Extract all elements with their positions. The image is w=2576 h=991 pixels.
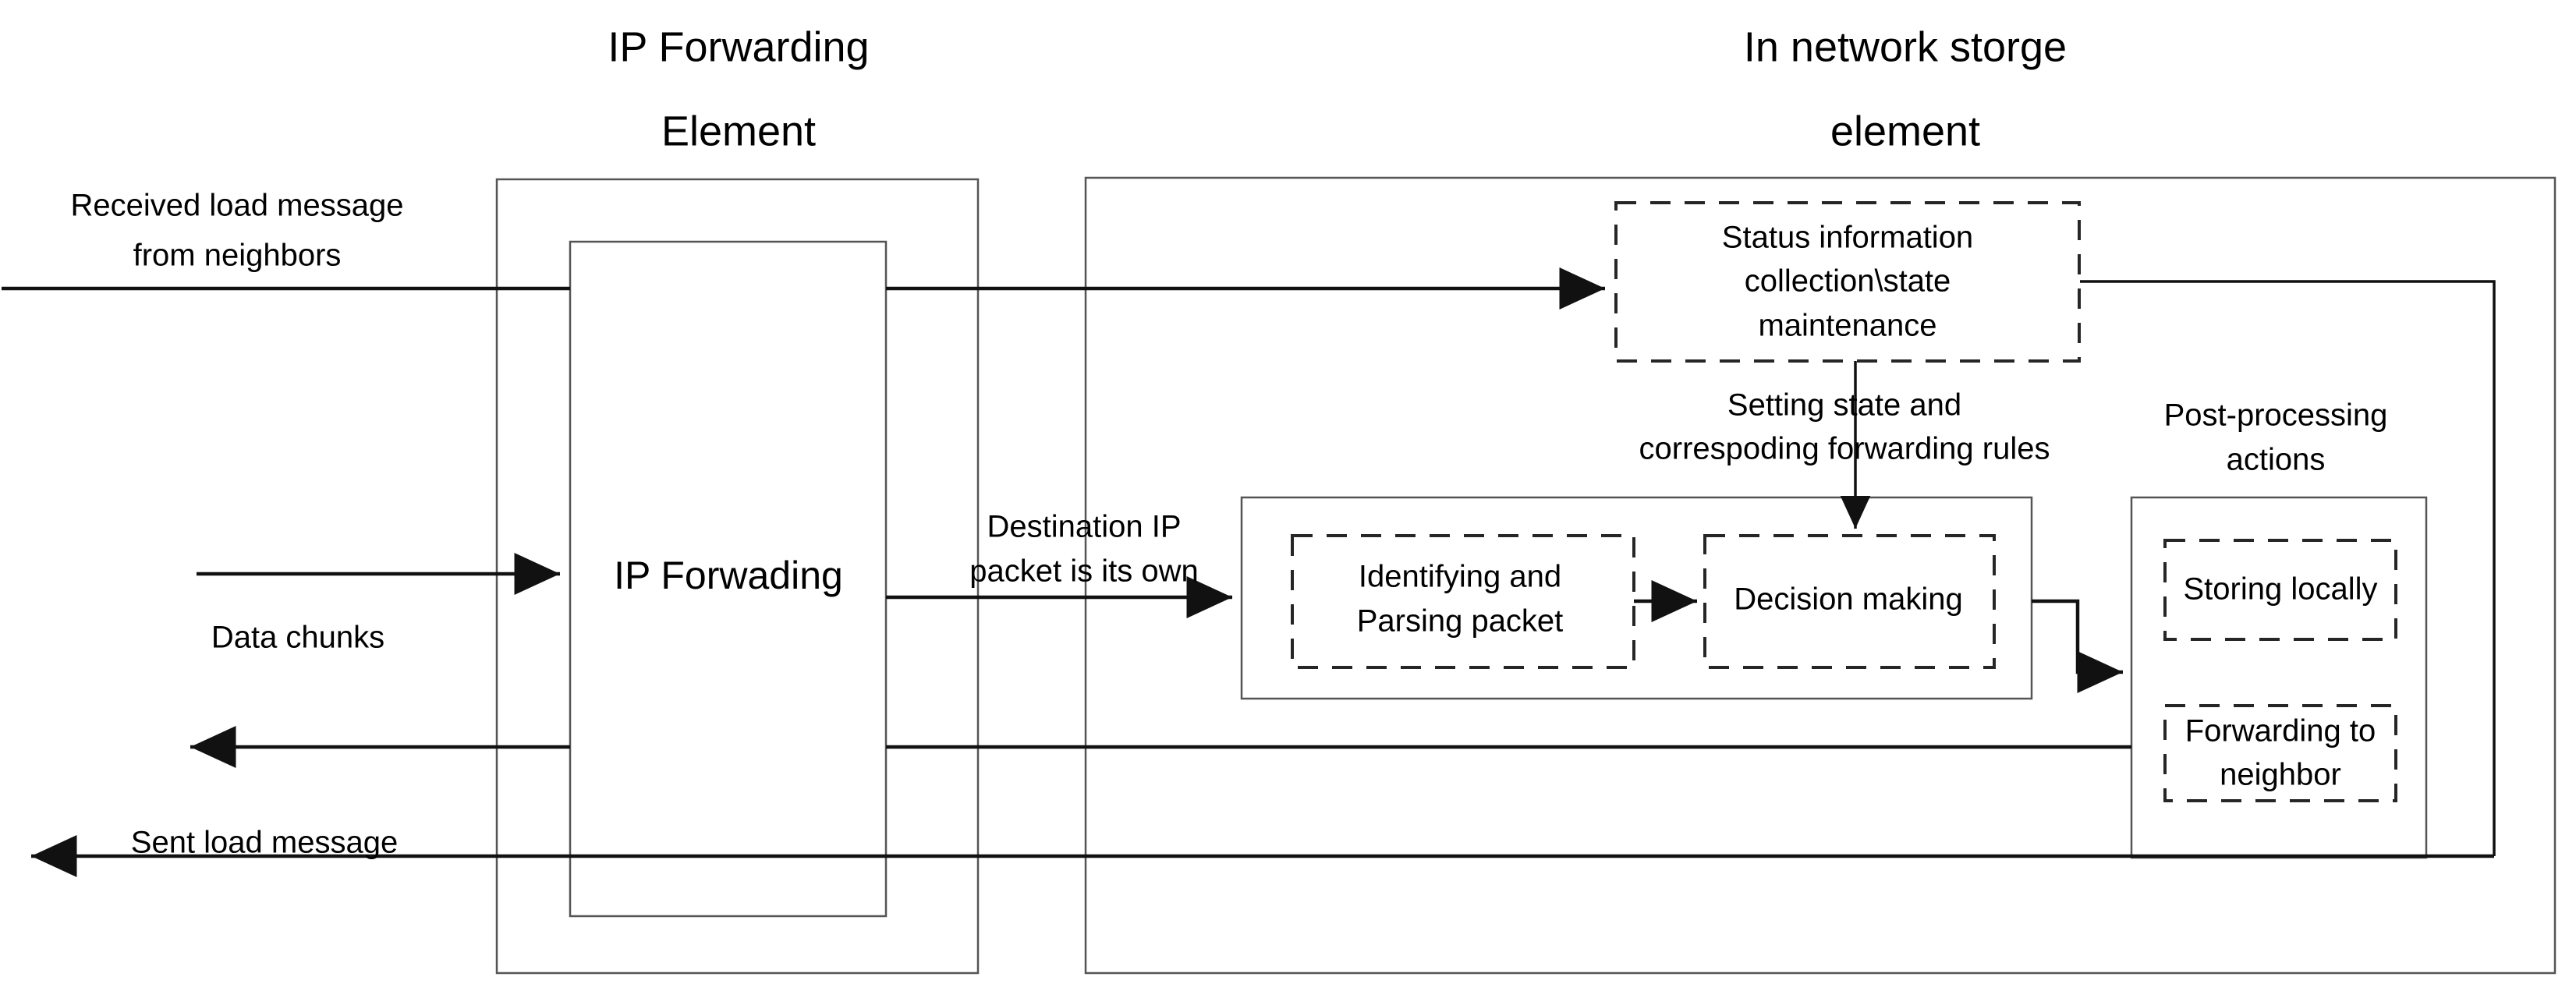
forwarding-neighbor-label-line2: neighbor: [2220, 758, 2341, 792]
received-load-label-line2: from neighbors: [133, 239, 342, 273]
forwarding-neighbor-label-line1: Forwarding to: [2185, 714, 2376, 749]
ip-forwarding-element-outer-box: [495, 178, 980, 975]
right-title-line1: In network storge: [1744, 23, 2067, 70]
status-box-line1: Status information: [1722, 221, 1973, 255]
received-load-label-line1: Received load message: [71, 189, 404, 223]
right-title-line2: element: [1830, 108, 1980, 154]
setting-state-label-line2: correspoding forwarding rules: [1639, 432, 2050, 466]
identify-box-line2: Parsing packet: [1357, 604, 1564, 639]
forwarding-to-neighbor-box: [2163, 704, 2397, 802]
status-box-line3: maintenance: [1758, 309, 1936, 343]
identifying-parsing-packet-box: [1291, 534, 1635, 669]
in-network-storage-element-outer-box: [1084, 176, 2557, 975]
ip-forwading-label: IP Forwading: [614, 554, 843, 597]
storing-locally-box: [2163, 539, 2397, 641]
packet-processing-container: [1240, 496, 2033, 700]
post-processing-container: [2130, 496, 2428, 859]
ip-forwading-inner-box: [569, 240, 888, 918]
post-processing-heading-line1: Post-processing: [2164, 398, 2388, 433]
setting-state-label-line1: Setting state and: [1727, 388, 1961, 423]
status-box-line2: collection\state: [1745, 264, 1951, 299]
sent-load-label: Sent load message: [131, 826, 398, 860]
post-processing-heading-line2: actions: [2227, 443, 2326, 477]
storing-locally-label: Storing locally: [2183, 572, 2377, 607]
destination-ip-label-line2: packet is its own: [969, 554, 1198, 589]
decision-box-label: Decision making: [1734, 582, 1962, 617]
identify-box-line1: Identifying and: [1359, 560, 1561, 594]
decision-to-post-processing-arrow: [2032, 599, 2123, 693]
left-title-line2: Element: [661, 108, 816, 154]
left-title-line1: IP Forwarding: [608, 23, 869, 70]
destination-ip-label-line1: Destination IP: [987, 510, 1181, 544]
data-chunks-label: Data chunks: [211, 621, 384, 655]
status-feedback-loop-line: [2080, 280, 2496, 856]
decision-making-box: [1703, 534, 1996, 669]
